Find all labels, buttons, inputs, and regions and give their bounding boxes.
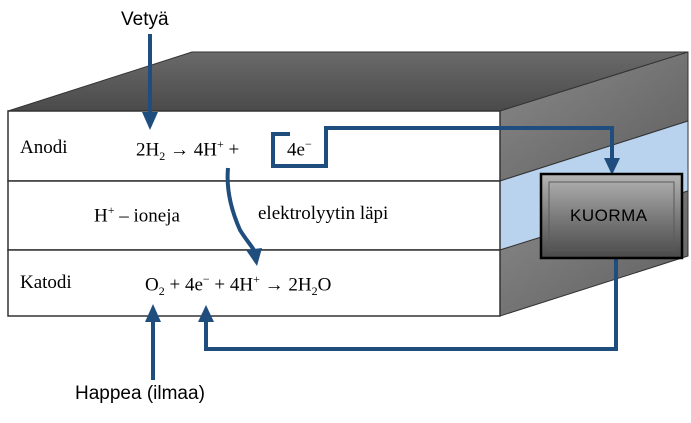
proton-arrowhead [246, 248, 262, 266]
cathode-2h-sub: 2 [311, 284, 318, 299]
cathode-4h: 4H [229, 274, 254, 296]
anode-electrons: 4e− [287, 137, 312, 161]
cathode-o: O [145, 274, 159, 296]
load-box-inner [548, 181, 675, 251]
anode-plus: + [228, 139, 240, 161]
electron-return-path [204, 258, 618, 351]
electrolyte-h-sup: + [107, 203, 115, 217]
return-arrowhead [198, 305, 214, 322]
anode-h2-sub: 2 [159, 149, 166, 164]
electron-bracket [271, 132, 328, 168]
anode-layer [7, 110, 501, 182]
anode-4e: 4e [287, 139, 305, 161]
electrolyte-layer [7, 180, 501, 251]
anode-4h: 4H [193, 139, 217, 161]
cathode-2h: 2H [288, 274, 312, 296]
cathode-4h-sup: + [253, 272, 260, 286]
electrolyte-text1: – ioneja [119, 205, 180, 227]
cathode-4e-sup: − [202, 272, 210, 286]
proton-path [225, 167, 257, 253]
cathode-arrow: → [264, 274, 284, 296]
anode-4e-sup: − [304, 137, 312, 151]
oxygen-arrowhead [145, 304, 161, 322]
anode-reaction: 2H2 → 4H+ + [136, 137, 239, 164]
load-arrowhead [604, 158, 620, 175]
hydrogen-label: Vetyä [121, 9, 169, 30]
cathode-water-o: O [317, 274, 332, 296]
cathode-plus1: + [169, 274, 181, 296]
anode-label: Anodi [20, 137, 68, 158]
electron-path-to-load [324, 126, 614, 160]
load-label: KUORMA [570, 206, 648, 225]
anode-4h-sup: + [216, 137, 224, 151]
electrolyte-h: H [94, 205, 108, 227]
cathode-4e: 4e [184, 274, 203, 296]
load-box [539, 172, 684, 260]
anode-h2: 2H [136, 139, 160, 161]
oxygen-label: Happea (ilmaa) [75, 383, 205, 404]
cathode-o2-sub: 2 [158, 284, 165, 299]
hydrogen-arrowhead [142, 112, 158, 130]
electrolyte-ion-label: H+ – ioneja [94, 203, 180, 227]
cathode-label: Katodi [20, 272, 72, 293]
anode-arrow: → [169, 139, 189, 161]
electrolyte-text2: elektrolyytin läpi [258, 203, 389, 224]
cathode-reaction: O2 + 4e− + 4H+ → 2H2O [145, 272, 331, 299]
cathode-plus2: + [214, 274, 226, 296]
